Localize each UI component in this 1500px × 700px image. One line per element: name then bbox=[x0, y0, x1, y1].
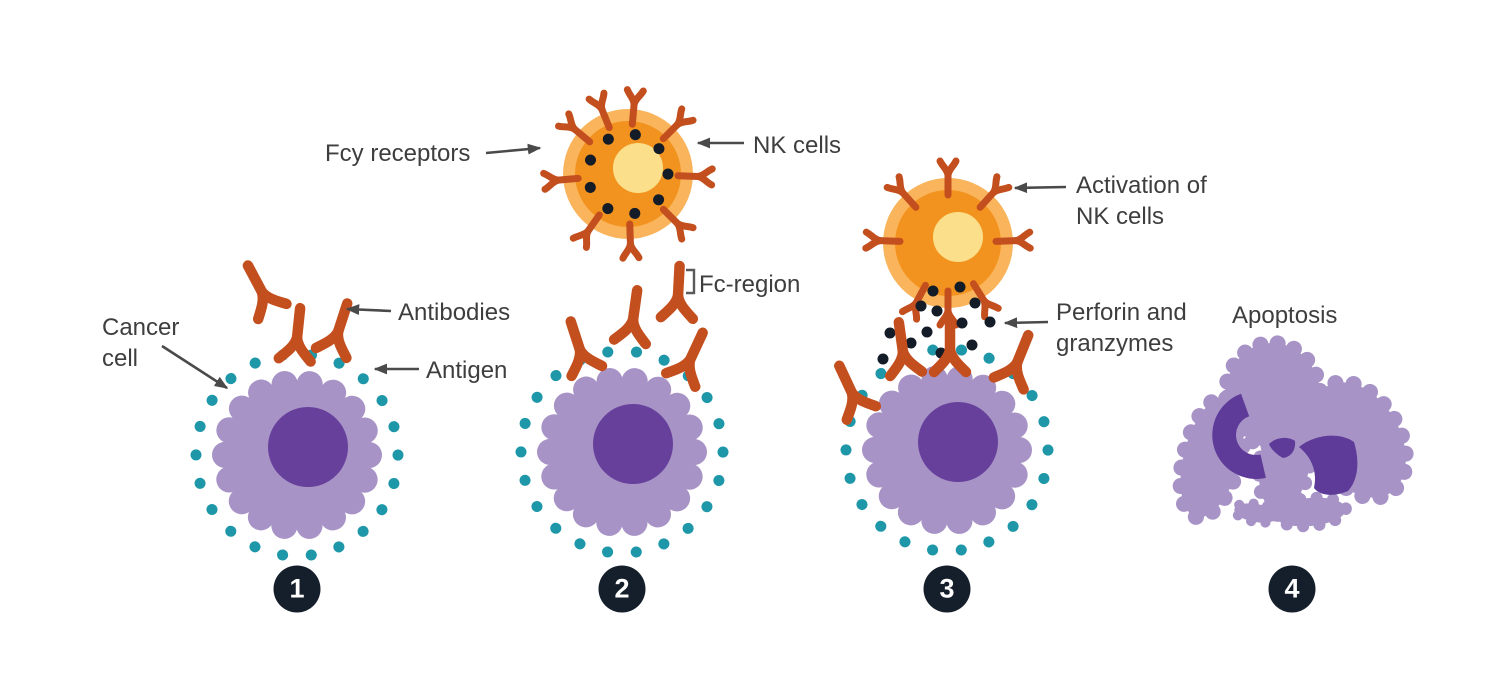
cancer-cell-arrow bbox=[161, 344, 229, 390]
antibody-icon bbox=[316, 299, 363, 358]
label-fc-region: Fc-region bbox=[699, 271, 801, 298]
antibody-icon bbox=[279, 306, 316, 361]
apoptotic-fragments-light bbox=[1172, 335, 1414, 533]
annotation-arrows bbox=[161, 137, 1067, 390]
label-apoptosis: Apoptosis bbox=[1232, 302, 1338, 329]
stage-3 bbox=[825, 161, 1048, 551]
antibody-group bbox=[234, 258, 363, 362]
stage-2 bbox=[521, 90, 723, 553]
granule-ring bbox=[582, 128, 674, 220]
step-badge-1: 1 bbox=[273, 565, 321, 613]
antibody-icon bbox=[994, 329, 1043, 389]
cancer-cell-icon bbox=[196, 354, 398, 556]
step-badge-3: 3 bbox=[923, 565, 971, 613]
label-cancer-cell: Cancer cell bbox=[102, 314, 180, 373]
label-antibodies: Antibodies bbox=[398, 299, 511, 326]
antibody-icon bbox=[666, 326, 717, 387]
apoptotic-fragments-dark bbox=[1212, 393, 1358, 495]
stage-1 bbox=[196, 258, 398, 556]
activation-arrow bbox=[1013, 182, 1067, 194]
label-activation-nk-cells: Activation of NK cells bbox=[1076, 172, 1207, 231]
antibody-icon bbox=[614, 288, 653, 344]
perforin-arrow bbox=[1003, 317, 1049, 329]
fc-region-bracket-icon bbox=[686, 268, 696, 295]
label-fcy-receptors: Fcy receptors bbox=[325, 140, 471, 167]
fcy-receptors-arrow bbox=[485, 143, 542, 155]
stage-4-apoptosis bbox=[1172, 335, 1414, 533]
antibody-icon bbox=[556, 317, 603, 376]
label-antigen: Antigen bbox=[426, 357, 508, 384]
label-nk-cells: NK cells bbox=[753, 132, 842, 159]
antibody-icon bbox=[234, 258, 287, 319]
step-badge-2: 2 bbox=[598, 565, 646, 613]
antibodies-arrow bbox=[345, 304, 392, 315]
antibody-icon bbox=[825, 359, 876, 420]
step-badge-4: 4 bbox=[1268, 565, 1316, 613]
label-perforin-granzymes: Perforin and granzymes bbox=[1056, 299, 1187, 358]
